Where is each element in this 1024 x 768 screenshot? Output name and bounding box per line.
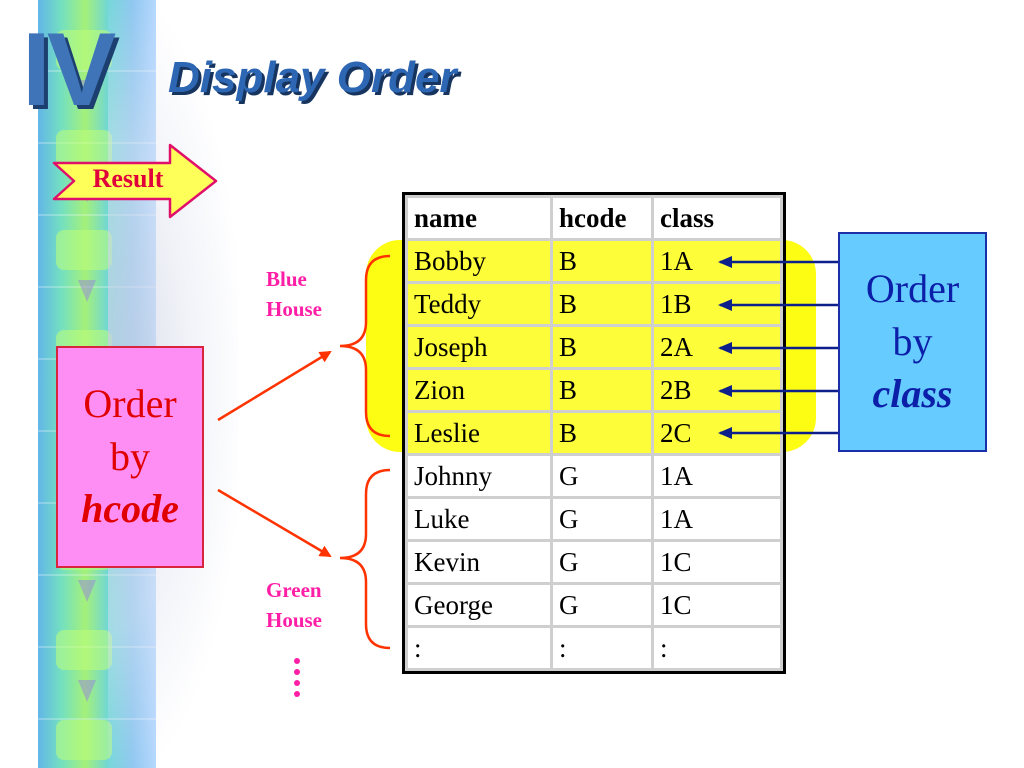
strip-chevron [78,680,96,702]
table-row: Zion B 2B [408,370,780,410]
cell-class: 1A [654,241,780,281]
cell-hcode: G [553,456,651,496]
green-house-label: Green House [266,575,322,635]
cell-hcode: G [553,542,651,582]
table-row: Johnny G 1A [408,456,780,496]
cell-class: 2A [654,327,780,367]
column-header-class: class [654,198,780,238]
blue-house-line2: House [266,297,323,321]
column-header-name: name [408,198,550,238]
order-by-hcode-box: Order by hcode [56,346,204,568]
cell-name: Luke [408,499,550,539]
green-house-line2: House [266,608,323,632]
blue-house-label: Blue House [266,264,322,324]
cell-hcode: G [553,585,651,625]
order-label: Order [83,380,177,426]
table-header-row: name hcode class [408,198,780,238]
cell-name: Bobby [408,241,550,281]
result-label: Result [92,164,164,193]
cell-class: : [654,628,780,668]
table-row: Bobby B 1A [408,241,780,281]
cell-name: Zion [408,370,550,410]
cell-class: 1C [654,585,780,625]
cell-hcode: : [553,628,651,668]
table-row: : : : [408,628,780,668]
strip-chevron [78,580,96,602]
table-row: Leslie B 2C [408,413,780,453]
table-row: Kevin G 1C [408,542,780,582]
result-table-wrapper: name hcode class Bobby B 1A Teddy B 1B J… [402,192,786,674]
cell-name: Teddy [408,284,550,324]
cell-class: 1B [654,284,780,324]
by-label: by [110,433,150,479]
dot [294,658,300,664]
dot [294,680,300,686]
result-table: name hcode class Bobby B 1A Teddy B 1B J… [402,192,786,674]
table-row: Joseph B 2A [408,327,780,367]
strip-chevron [78,280,96,302]
cell-class: 2B [654,370,780,410]
table-row: Luke G 1A [408,499,780,539]
strip-block [56,630,112,670]
column-header-hcode: hcode [553,198,651,238]
strip-block [56,30,112,70]
cell-class: 1A [654,499,780,539]
cell-hcode: B [553,241,651,281]
continuation-dots [288,658,306,702]
cell-name: Johnny [408,456,550,496]
strip-block [56,230,112,270]
cell-hcode: B [553,413,651,453]
order-label: Order [865,265,960,311]
cell-hcode: G [553,499,651,539]
green-house-brace-icon [339,468,391,650]
order-by-class-box: Order by class [838,232,987,452]
cell-class: 2C [654,413,780,453]
section-numeral: IV [22,12,116,128]
dot [294,691,300,697]
class-label: class [872,371,953,417]
cell-hcode: B [553,284,651,324]
blue-house-line1: Blue [266,267,307,291]
cell-hcode: B [553,370,651,410]
result-arrow-icon [52,143,218,219]
cell-name: : [408,628,550,668]
hcode-label: hcode [81,486,179,532]
table-row: George G 1C [408,585,780,625]
cell-hcode: B [553,327,651,367]
cell-name: Leslie [408,413,550,453]
cell-class: 1C [654,542,780,582]
cell-name: Kevin [408,542,550,582]
slide-title: Display Order [168,53,457,102]
table-row: Teddy B 1B [408,284,780,324]
cell-name: Joseph [408,327,550,367]
cell-name: George [408,585,550,625]
green-house-line1: Green [266,578,322,602]
strip-block [56,720,112,760]
cell-class: 1A [654,456,780,496]
by-label: by [892,318,933,364]
dot [294,669,300,675]
